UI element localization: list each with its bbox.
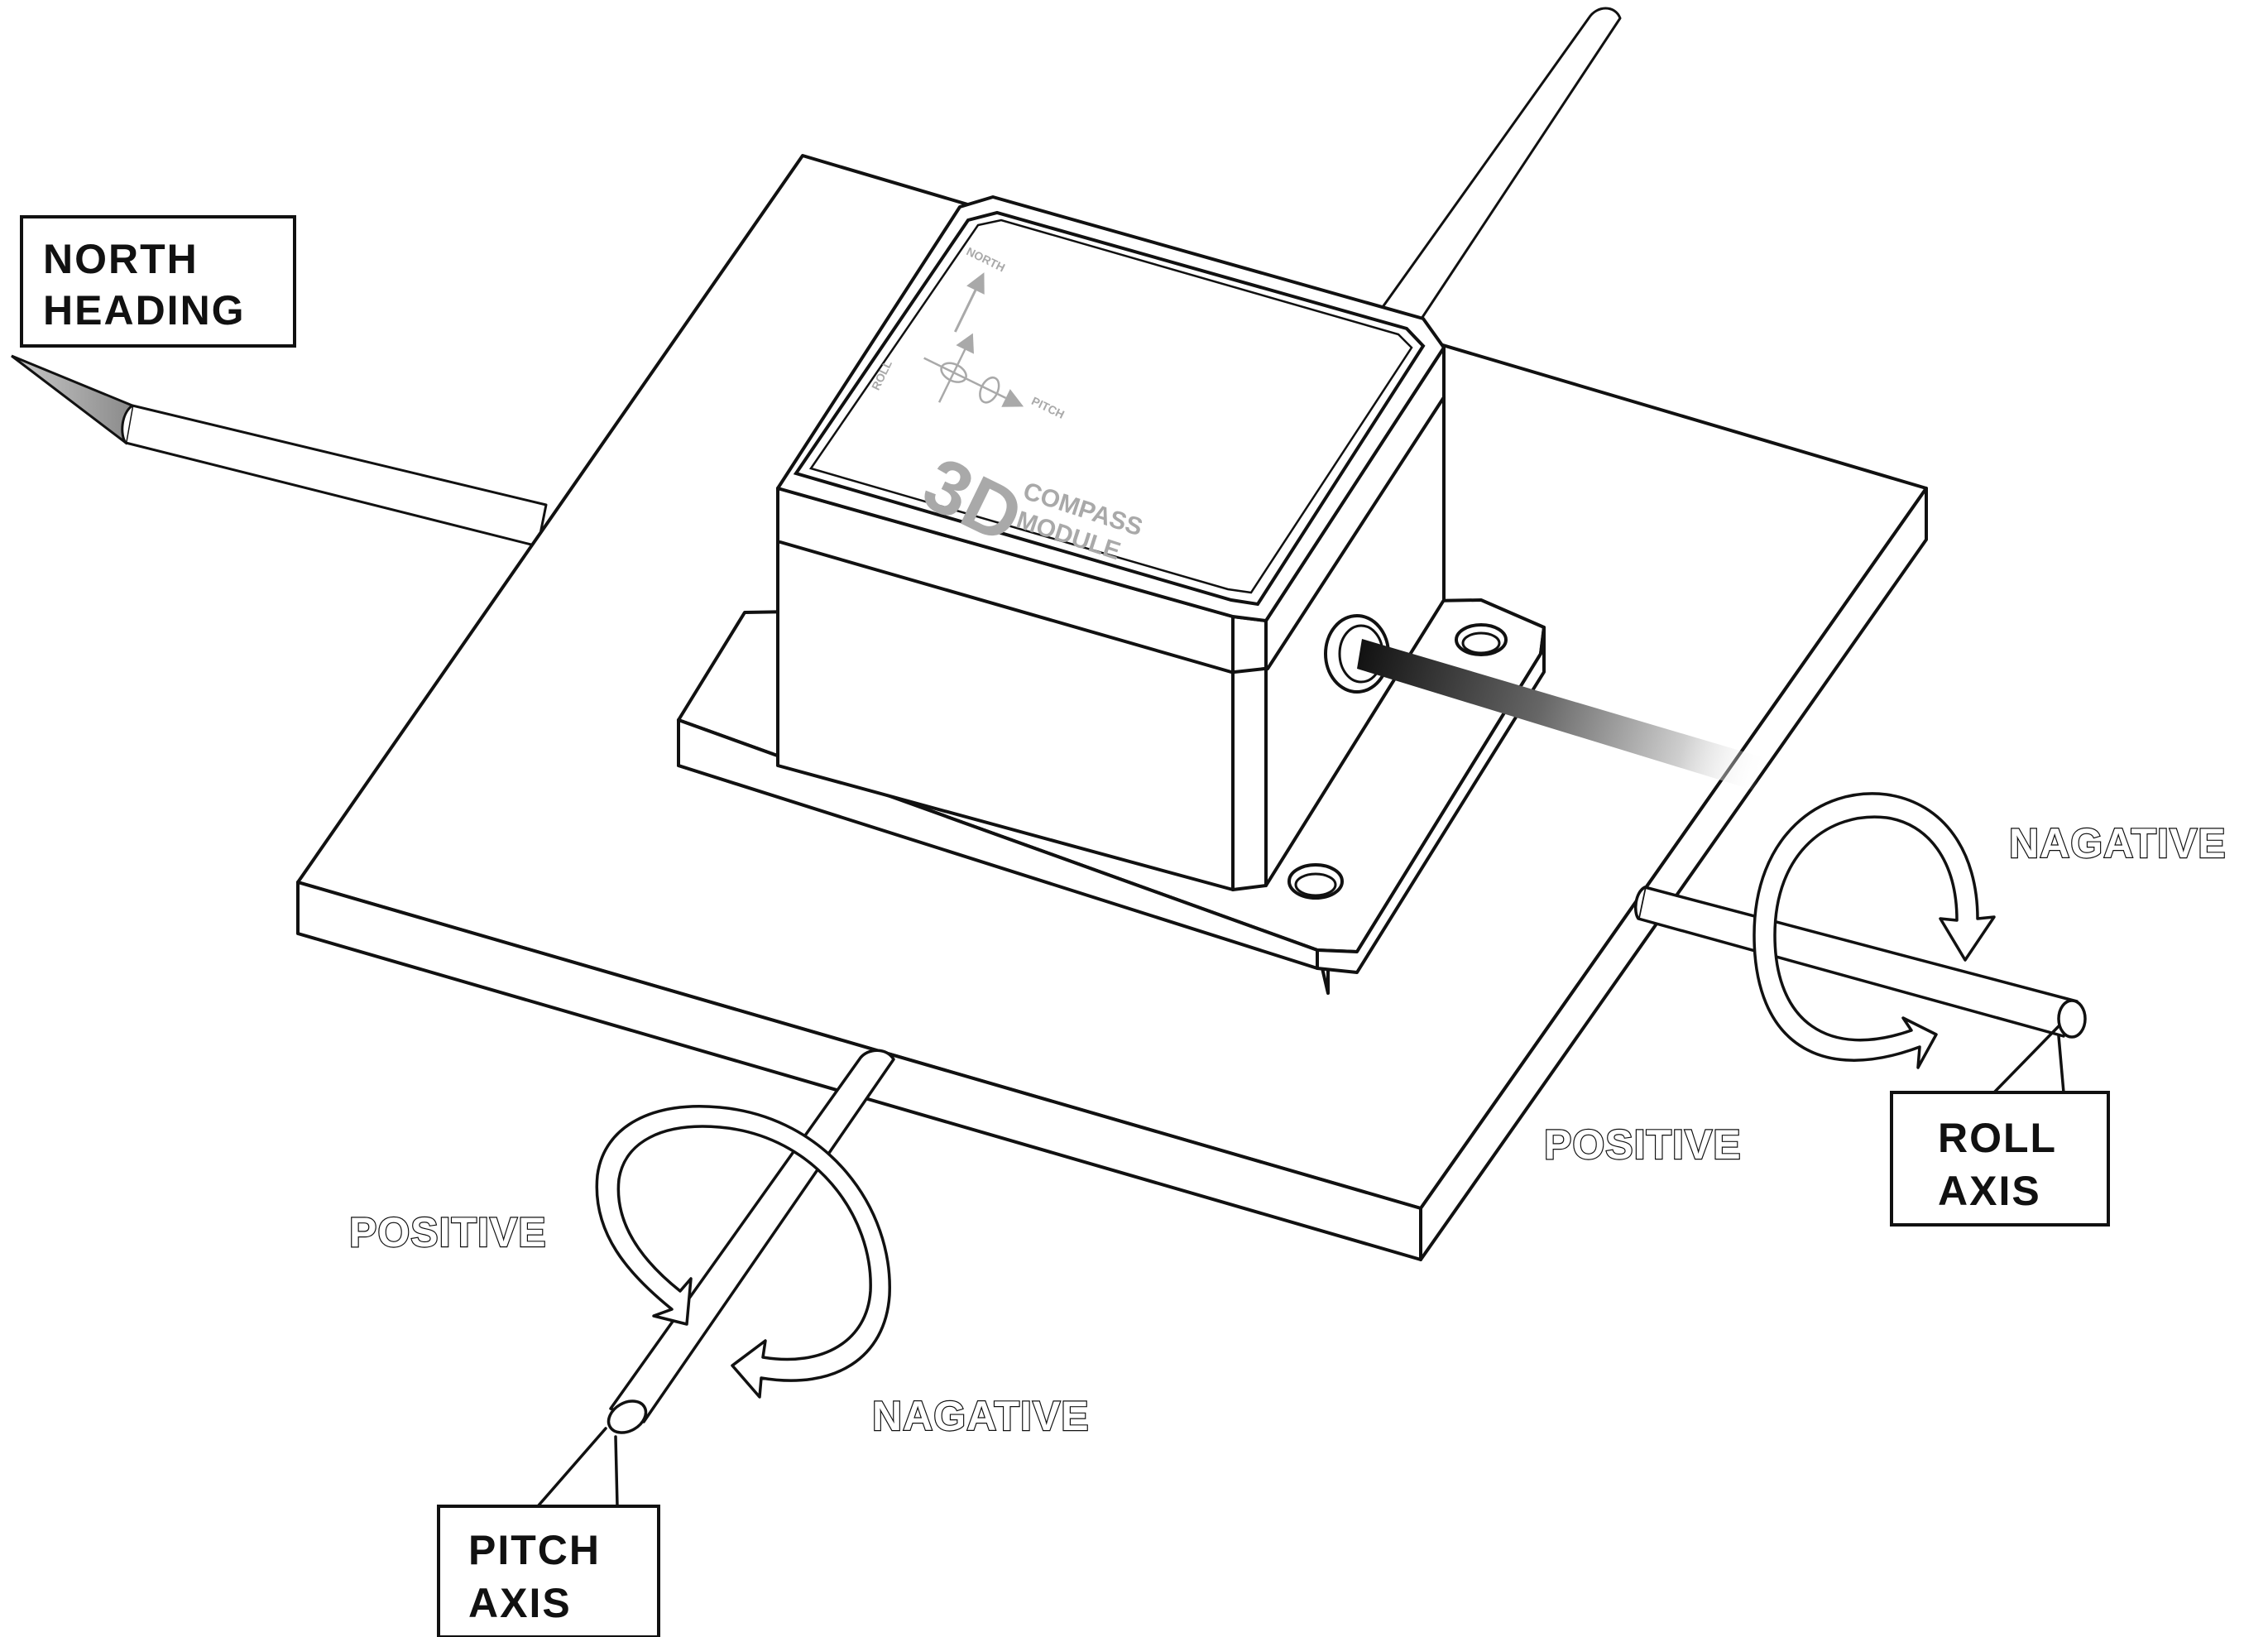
north-heading-callout: NORTH HEADING — [20, 215, 296, 348]
north-arrow-icon — [954, 272, 985, 333]
roll-axis-rod — [1633, 886, 2087, 1039]
roll-positive-label: POSITIVE — [1544, 1121, 1742, 1168]
pitch-axis-label-line1: PITCH — [468, 1527, 601, 1573]
pitch-rotation-arrow-icon — [595, 1105, 891, 1399]
signal-cable — [1357, 639, 1762, 790]
axes-symbol-icon — [923, 333, 1024, 407]
roll-axis-label-line2: AXIS — [1938, 1168, 2041, 1214]
north-heading-rod — [11, 354, 548, 548]
roll-axis-label-line1: ROLL — [1938, 1115, 2057, 1161]
pitch-negative-label: NAGATIVE — [872, 1393, 1090, 1439]
roll-negative-label: NAGATIVE — [2009, 820, 2227, 867]
roll-axis-callout: ROLL AXIS — [1890, 1025, 2110, 1227]
north-heading-label-line2: HEADING — [43, 287, 246, 334]
compass-module-body — [776, 195, 1446, 891]
roll-rotation-arrow-icon — [1753, 792, 1996, 1069]
pitch-axis-callout: PITCH AXIS — [437, 1427, 660, 1637]
north-heading-label-line1: NORTH — [43, 236, 199, 282]
upper-axis-rod — [1377, 7, 1622, 333]
pitch-axis-label-line2: AXIS — [468, 1580, 572, 1626]
pitch-positive-label: POSITIVE — [349, 1209, 547, 1255]
pitch-axis-rod — [607, 1049, 895, 1434]
